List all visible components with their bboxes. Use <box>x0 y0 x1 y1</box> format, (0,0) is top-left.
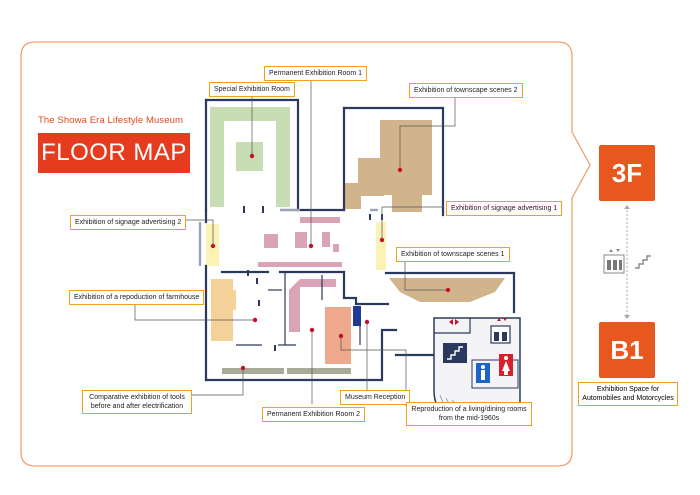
label-living-dining[interactable]: Reproduction of a living/dining rooms fr… <box>406 402 532 426</box>
label-farmhouse[interactable]: Exhibition of a repoduction of farmhouse <box>69 290 205 305</box>
partitions <box>236 272 361 346</box>
walls <box>204 98 516 382</box>
floor-3f-button[interactable]: 3F <box>599 145 655 201</box>
label-permanent-room-2[interactable]: Permanent Exhibition Room 2 <box>262 407 365 422</box>
arrow-marker <box>449 319 459 325</box>
elevator-icon <box>490 318 511 344</box>
side-stairs-icon <box>635 255 651 269</box>
outer-frame <box>20 41 591 467</box>
side-elevator-icon <box>603 249 625 274</box>
stairs-icon <box>443 343 467 363</box>
floor-b1-description: Exhibition Space for Automobiles and Mot… <box>578 382 678 406</box>
door-gaps <box>198 208 378 266</box>
floor-b1-button[interactable]: B1 <box>599 322 655 378</box>
toilet-icon <box>476 354 513 383</box>
label-reception[interactable]: Museum Reception <box>340 390 411 405</box>
label-permanent-room-1[interactable]: Permanent Exhibition Room 1 <box>264 66 367 81</box>
reception-desk <box>353 306 361 326</box>
permanent-room-2-exhibits <box>289 279 351 364</box>
marker-dots <box>210 153 451 371</box>
label-special-exhibition-room[interactable]: Special Exhibition Room <box>209 82 295 97</box>
label-townscape-1[interactable]: Exhibition of townscape scenes 1 <box>396 247 510 262</box>
label-townscape-2[interactable]: Exhibition of townscape scenes 2 <box>409 83 523 98</box>
museum-title: The Showa Era Lifestyle Museum <box>38 115 184 126</box>
farmhouse-area <box>211 279 236 341</box>
leader-lines <box>134 76 456 406</box>
label-tools[interactable]: Comparative exhibition of tools before a… <box>82 390 192 414</box>
special-exhibition-room <box>210 107 290 207</box>
signage-1-area <box>376 222 386 270</box>
tools-area <box>222 368 351 374</box>
permanent-room-1-exhibits <box>258 217 342 267</box>
townscape-2-area <box>345 120 432 212</box>
label-signage-2[interactable]: Exhibition of signage advertising 2 <box>70 215 187 230</box>
label-signage-1[interactable]: Exhibition of signage advertising 1 <box>446 201 563 216</box>
floor-map-banner: FLOOR MAP <box>38 133 190 173</box>
